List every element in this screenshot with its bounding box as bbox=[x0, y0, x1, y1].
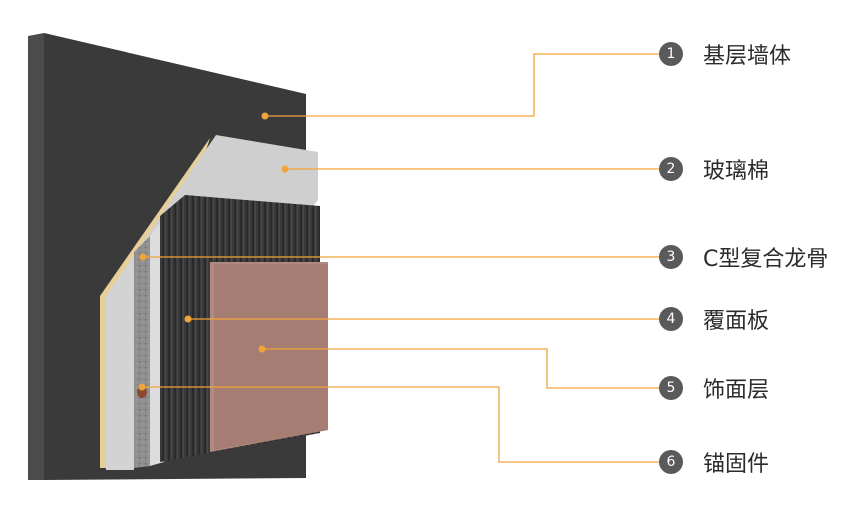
badge-5: 5 bbox=[659, 376, 683, 400]
leader-line-1 bbox=[265, 53, 659, 117]
layer-name-2: 玻璃棉 bbox=[703, 159, 770, 184]
leader-dot-4 bbox=[184, 315, 192, 323]
leader-dot-2 bbox=[281, 165, 289, 173]
layer-label-6: 6 锚固件 bbox=[659, 447, 769, 477]
layer-label-4: 4 覆面板 bbox=[659, 304, 769, 334]
layer-label-1: 1 基层墙体 bbox=[659, 39, 791, 69]
leader-dot-5 bbox=[258, 345, 266, 353]
layer-label-2: 2 玻璃棉 bbox=[659, 154, 769, 184]
layer-name-6: 锚固件 bbox=[703, 452, 770, 477]
layer-name-5: 饰面层 bbox=[703, 378, 770, 403]
badge-2: 2 bbox=[659, 157, 683, 181]
finish-layer bbox=[210, 262, 328, 452]
leader-lines bbox=[142, 53, 659, 463]
leader-line-5 bbox=[262, 348, 659, 389]
badge-1: 1 bbox=[659, 42, 683, 66]
leader-dot-3 bbox=[139, 253, 147, 261]
leader-dot-1 bbox=[261, 112, 269, 120]
badge-6: 6 bbox=[659, 450, 683, 474]
layer-label-3: 3 C型复合龙骨 bbox=[659, 242, 828, 272]
layer-name-4: 覆面板 bbox=[703, 309, 770, 334]
c-keel-layer bbox=[134, 218, 164, 468]
leader-line-6 bbox=[142, 386, 659, 463]
badge-4: 4 bbox=[659, 307, 683, 331]
layer-name-1: 基层墙体 bbox=[703, 44, 792, 69]
badge-3: 3 bbox=[659, 245, 683, 269]
layer-name-3: C型复合龙骨 bbox=[703, 247, 829, 272]
leader-endpoints bbox=[138, 112, 289, 391]
leader-dot-6 bbox=[138, 383, 146, 391]
layer-label-5: 5 饰面层 bbox=[659, 373, 769, 403]
